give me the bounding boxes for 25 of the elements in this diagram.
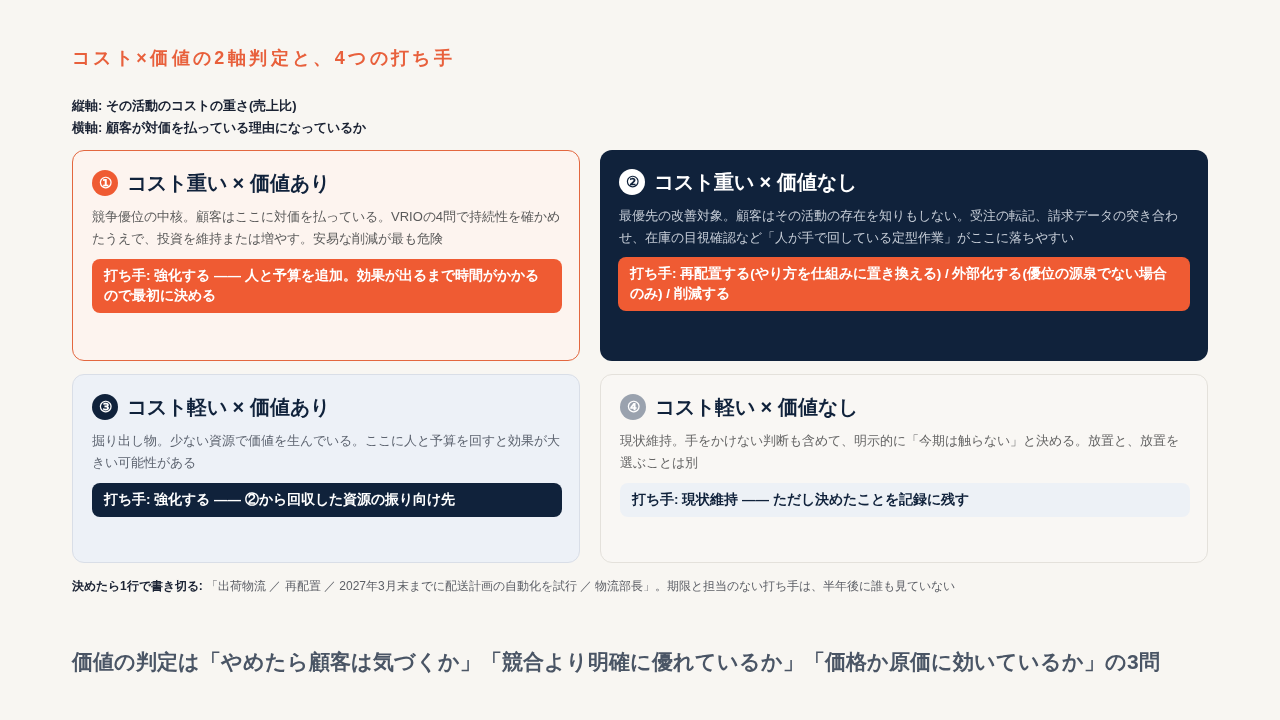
title: コスト×価値の2軸判定と、4つの打ち手 [72, 47, 456, 70]
card-heading: コスト軽い × 価値なし [655, 395, 858, 420]
card-description: 競争優位の中核。顧客はここに対価を払っている。VRIOの4問で持続性を確かめたうえで、投資を維持または増やす。安易な削減が最も危険 [92, 208, 561, 248]
card-description: 現状維持。手をかけない判断も含めて、明示的に「今期は触らない」と決める。放置と、放置を選ぶことは別 [620, 432, 1180, 472]
card-heading: コスト重い × 価値あり [127, 171, 330, 196]
quadrant-card [72, 150, 580, 361]
number-badge: ③ [92, 394, 118, 420]
action-box: 打ち手: 再配置する(やり方を仕組みに置き換える) / 外部化する(優位の源泉でない場合のみ) / 削減する [618, 257, 1190, 311]
axis-description: 縦軸: その活動のコストの重さ(売上比) [72, 97, 297, 115]
card-heading: コスト重い × 価値なし [654, 170, 857, 195]
axis-description: 横軸: 顧客が対価を払っている理由になっているか [72, 119, 366, 137]
action-box: 打ち手: 強化する —— 人と予算を追加。効果が出るまで時間がかかるので最初に決める [92, 259, 562, 313]
quadrant-card [600, 150, 1208, 361]
action-box: 打ち手: 強化する —— ②から回収した資源の振り向け先 [92, 483, 562, 517]
quadrant-card [72, 374, 580, 563]
card-heading: コスト軽い × 価値あり [127, 395, 330, 420]
number-badge: ② [619, 169, 645, 195]
caption: 価値の判定は「やめたら顧客は気づくか」「競合より明確に優れているか」「価格か原価に効いているか」の3問 [72, 649, 1160, 675]
action-box: 打ち手: 現状維持 —— ただし決めたことを記録に残す [620, 483, 1190, 517]
quadrant-card [600, 374, 1208, 563]
note-text: 決めたら1行で書き切る: 「出荷物流 ／ 再配置 ／ 2027年3月末までに配送計画の自動化を試行 ／ 物流部長」。期限と担当のない打ち手は、半年後に誰も見ていない [72, 578, 956, 594]
card-description: 掘り出し物。少ない資源で価値を生んでいる。ここに人と予算を回すと効果が大きい可能性がある [92, 432, 561, 472]
number-badge: ① [92, 170, 118, 196]
card-description: 最優先の改善対象。顧客はその活動の存在を知りもしない。受注の転記、請求データの突き合わせ、在庫の目視確認など「人が手で回している定型作業」がここに落ちやすい [619, 207, 1179, 247]
number-badge: ④ [620, 394, 646, 420]
